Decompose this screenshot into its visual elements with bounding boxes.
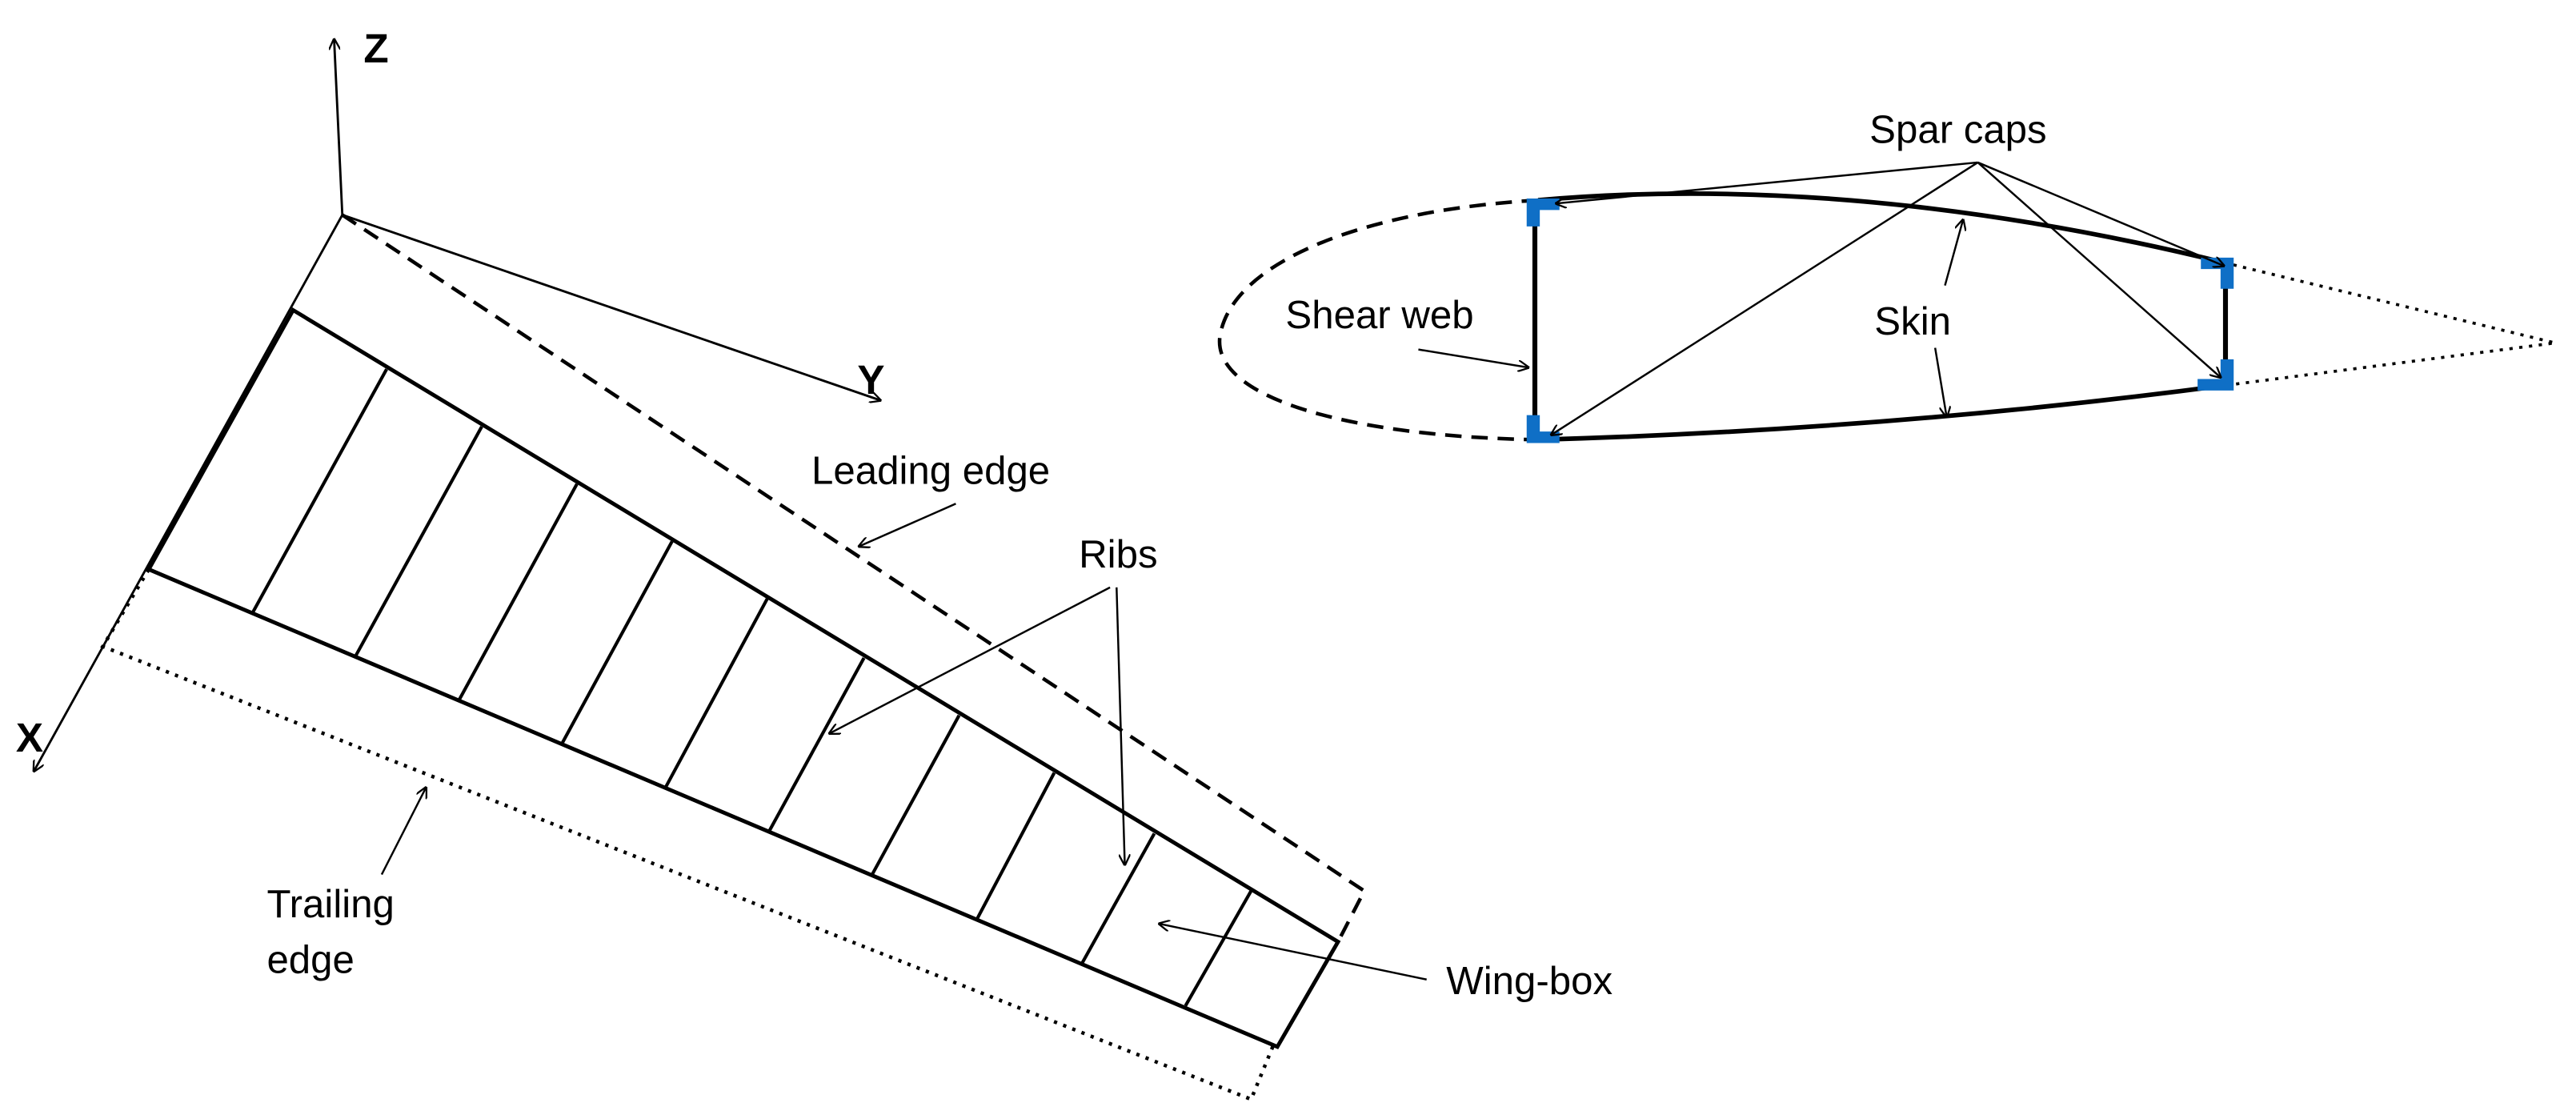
- leading-edge-line: [341, 213, 1367, 943]
- spar-caps-arrow: [1556, 161, 1978, 203]
- z-axis-label: Z: [363, 26, 388, 71]
- rib: [767, 657, 866, 833]
- skin-label: Skin: [1874, 299, 1951, 343]
- wing-planform: Z Y X Leadin: [16, 26, 1613, 1102]
- rib: [976, 772, 1056, 920]
- trailing-edge-label-line2: edge: [266, 938, 354, 982]
- z-axis-line: [335, 39, 344, 215]
- planform-annotation-arrows: [380, 503, 1427, 981]
- spar-caps-arrow: [1977, 161, 2223, 266]
- leading-edge-label: Leading edge: [811, 449, 1050, 493]
- coordinate-axes: [34, 39, 880, 771]
- shear-web-label: Shear web: [1285, 293, 1473, 337]
- spar-caps-label: Spar caps: [1869, 107, 2046, 151]
- cross-section-annotation-arrows: [1418, 161, 2223, 435]
- spar-cap: [1526, 415, 1560, 443]
- skin-arrow: [1933, 347, 1946, 417]
- rib: [457, 483, 579, 702]
- x-axis-label: X: [16, 715, 43, 760]
- rib: [1184, 890, 1253, 1007]
- ribs-arrow: [830, 586, 1111, 733]
- lower-skin: [1538, 383, 2225, 443]
- rib: [250, 368, 388, 615]
- rib: [354, 425, 483, 657]
- ribs: [250, 368, 1253, 1007]
- rib: [1080, 832, 1156, 965]
- trailing-edge-label: Trailing: [266, 882, 394, 926]
- trailing-edge-arrow: [380, 788, 426, 876]
- wing-box-label: Wing-box: [1446, 959, 1613, 1003]
- spar-cap: [2197, 359, 2234, 391]
- upper-skin: [1537, 191, 2225, 265]
- y-axis-line: [342, 214, 880, 401]
- shear-web-arrow: [1418, 348, 1528, 368]
- ribs-arrow: [1116, 587, 1124, 864]
- spar-cap: [1526, 199, 1560, 227]
- airfoil-tail-dotted: [2223, 261, 2556, 387]
- ribs-label: Ribs: [1079, 532, 1157, 576]
- rib: [560, 540, 674, 744]
- rib: [871, 714, 961, 876]
- trailing-edge-line: [100, 568, 1276, 1102]
- skin-arrow: [1944, 220, 1963, 287]
- wing-box-outline: [146, 307, 1341, 1049]
- spar-caps-arrow: [1977, 162, 2220, 378]
- y-axis-label: Y: [857, 357, 884, 403]
- airfoil-nose-dashed: [1217, 198, 1539, 442]
- spar-caps-arrow: [1552, 161, 1979, 435]
- rib: [663, 598, 769, 788]
- leading-edge-arrow: [859, 503, 956, 546]
- wing-box-arrow: [1160, 924, 1427, 981]
- airfoil-cross-section: Spar caps Shear web Skin: [1217, 107, 2556, 443]
- x-axis-line: [34, 214, 344, 772]
